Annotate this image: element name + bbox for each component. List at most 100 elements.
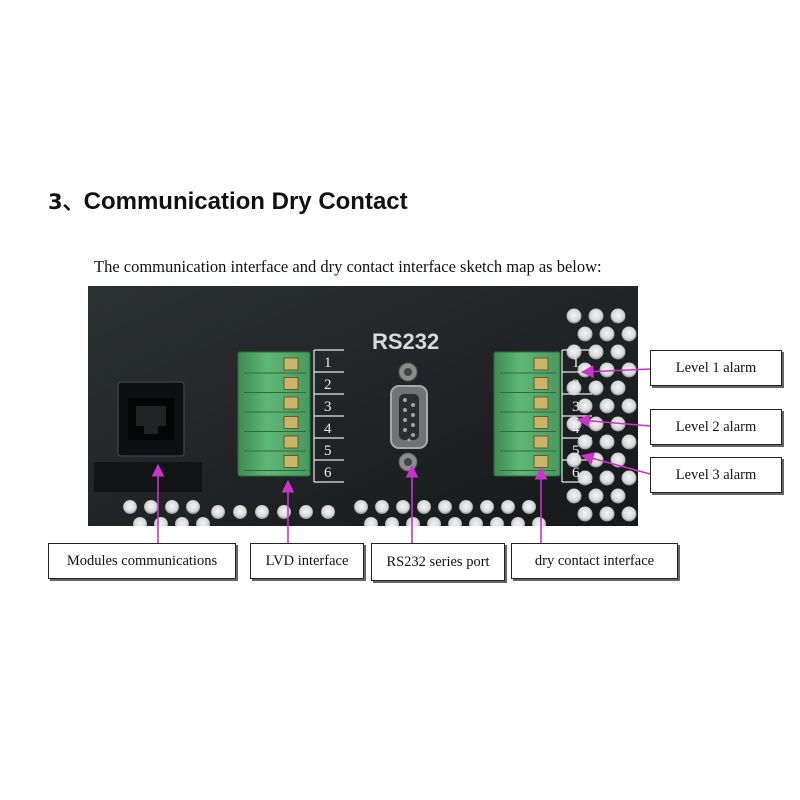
vent-hole — [577, 398, 593, 414]
terminal-screw — [533, 435, 549, 449]
vent-hole — [566, 380, 582, 396]
vent-hole — [588, 380, 604, 396]
vent-hole — [566, 308, 582, 324]
section-title: Communication Dry Contact — [83, 188, 408, 215]
vent-hole — [599, 506, 615, 522]
rs232-series-port-label: RS232 series port — [371, 543, 505, 581]
terminal-screw — [533, 455, 549, 468]
terminal-screw — [283, 357, 299, 371]
vent-hole — [588, 308, 604, 324]
terminal-screw — [283, 377, 299, 390]
terminal-number: 1 — [324, 355, 332, 371]
terminal-screw — [533, 396, 549, 410]
terminal-screw — [533, 357, 549, 371]
section-separator: 、 — [62, 190, 84, 214]
terminal-number: 1 — [572, 355, 580, 371]
level3-alarm-label: Level 3 alarm — [650, 457, 782, 493]
terminal-screw — [283, 435, 299, 449]
label-strip — [94, 462, 202, 492]
terminal-number: 5 — [572, 443, 580, 459]
vent-hole — [175, 517, 189, 526]
vent-hole — [599, 398, 615, 414]
vent-hole — [396, 500, 410, 514]
terminal-number: 5 — [324, 443, 332, 459]
vent-hole — [417, 500, 431, 514]
vent-hole — [532, 517, 546, 526]
vent-hole — [599, 470, 615, 486]
vent-hole — [621, 470, 637, 486]
dry-terminal-numbers: 1 2 3 4 5 6 — [561, 349, 592, 483]
lvd-terminal-block — [237, 351, 311, 477]
vent-hole — [610, 308, 626, 324]
vent-hole — [490, 517, 504, 526]
terminal-screw — [283, 455, 299, 468]
vent-hole — [566, 488, 582, 504]
vent-hole — [511, 517, 525, 526]
dry-contact-interface-label: dry contact interface — [511, 543, 678, 579]
vent-hole — [599, 434, 615, 450]
vent-hole — [385, 517, 399, 526]
vent-hole — [522, 500, 536, 514]
intro-text: The communication interface and dry cont… — [94, 257, 602, 276]
terminal-number: 2 — [324, 377, 332, 393]
vent-hole — [610, 488, 626, 504]
device-panel-photo: 1 2 3 4 5 6 RS232 1 2 3 4 5 6 — [88, 286, 638, 526]
level1-alarm-label: Level 1 alarm — [650, 350, 782, 386]
section-number: 3 — [48, 190, 63, 214]
vent-hole — [588, 416, 604, 432]
terminal-screw — [533, 377, 549, 390]
vent-hole — [196, 517, 210, 526]
vent-hole — [469, 517, 483, 526]
section-heading: 3、Communication Dry Contact — [48, 186, 408, 216]
vent-hole — [610, 452, 626, 468]
vent-hole — [165, 500, 179, 514]
vent-hole — [599, 362, 615, 378]
vent-hole — [621, 326, 637, 342]
modules-communications-label: Modules communications — [48, 543, 236, 579]
terminal-number: 2 — [572, 377, 580, 393]
vent-hole — [375, 500, 389, 514]
vent-hole — [577, 362, 593, 378]
vent-hole — [255, 505, 269, 519]
vent-hole — [354, 500, 368, 514]
terminal-number: 3 — [324, 399, 332, 415]
lvd-interface-label: LVD interface — [250, 543, 364, 579]
vent-hole — [133, 517, 147, 526]
vent-hole — [610, 380, 626, 396]
vent-hole — [321, 505, 335, 519]
terminal-number: 3 — [572, 399, 580, 415]
terminal-number: 4 — [572, 421, 580, 437]
vent-hole — [233, 505, 247, 519]
db9-connector — [390, 362, 428, 472]
vent-hole — [577, 434, 593, 450]
vent-hole — [621, 506, 637, 522]
rs232-panel-text: RS232 — [372, 329, 439, 354]
rj45-port — [117, 381, 185, 457]
vent-hole — [186, 500, 200, 514]
level2-alarm-label: Level 2 alarm — [650, 409, 782, 445]
vent-hole — [406, 517, 420, 526]
vent-hole — [277, 505, 291, 519]
vent-hole — [144, 500, 158, 514]
vent-hole — [588, 344, 604, 360]
vent-hole — [459, 500, 473, 514]
vent-hole — [448, 517, 462, 526]
vent-hole — [211, 505, 225, 519]
vent-hole — [480, 500, 494, 514]
vent-hole — [299, 505, 313, 519]
terminal-number: 6 — [572, 465, 580, 481]
dry-contact-terminal-block — [493, 351, 561, 477]
vent-hole — [501, 500, 515, 514]
vent-hole — [577, 326, 593, 342]
vent-hole — [438, 500, 452, 514]
terminal-screw — [283, 396, 299, 410]
vent-hole — [577, 470, 593, 486]
vent-hole — [621, 398, 637, 414]
vent-hole — [123, 500, 137, 514]
vent-hole — [610, 344, 626, 360]
terminal-screw — [283, 416, 299, 429]
vent-hole — [588, 488, 604, 504]
vent-hole — [566, 344, 582, 360]
vent-hole — [621, 434, 637, 450]
